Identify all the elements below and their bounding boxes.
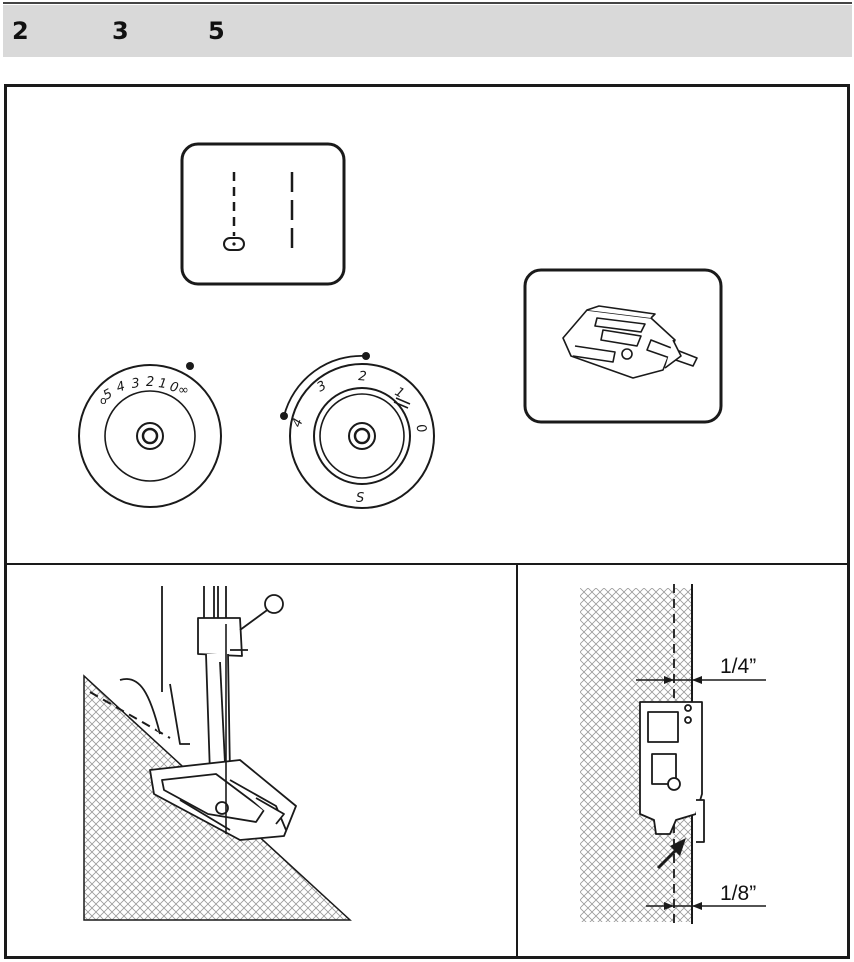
width-dial-number: 2	[358, 369, 368, 385]
header-number-3: 5	[208, 17, 225, 45]
length-dial-number: 0	[168, 379, 180, 396]
header-number-1: 2	[12, 17, 29, 45]
quarter-inch-guide-illustration	[580, 584, 766, 924]
straight-stitch-icon	[180, 142, 346, 286]
figure-frame	[4, 84, 850, 959]
measurement-eighth-inch: 1/8”	[720, 882, 757, 905]
length-dial-number: 3	[130, 376, 140, 392]
horizontal-divider	[4, 563, 850, 565]
svg-text:o: o	[100, 394, 107, 407]
header-number-2: 3	[112, 17, 129, 45]
stitch-length-dial: o ∞ 5 4 3 2 1 0	[78, 362, 222, 508]
length-dial-number: 2	[146, 375, 154, 390]
width-dial-label: S	[356, 491, 364, 506]
quarter-inch-foot-icon	[523, 268, 723, 424]
sewing-foot-on-fabric-illustration	[83, 586, 352, 921]
stitch-width-dial: 4 3 2 1 0 S	[280, 352, 435, 509]
vertical-divider	[516, 564, 518, 959]
svg-text:∞: ∞	[178, 383, 189, 398]
measurement-quarter-inch: 1/4”	[720, 655, 757, 678]
length-dial-number: 1	[157, 376, 167, 392]
header-top-rule	[3, 2, 852, 4]
header-bar: 2 3 5	[3, 5, 852, 57]
